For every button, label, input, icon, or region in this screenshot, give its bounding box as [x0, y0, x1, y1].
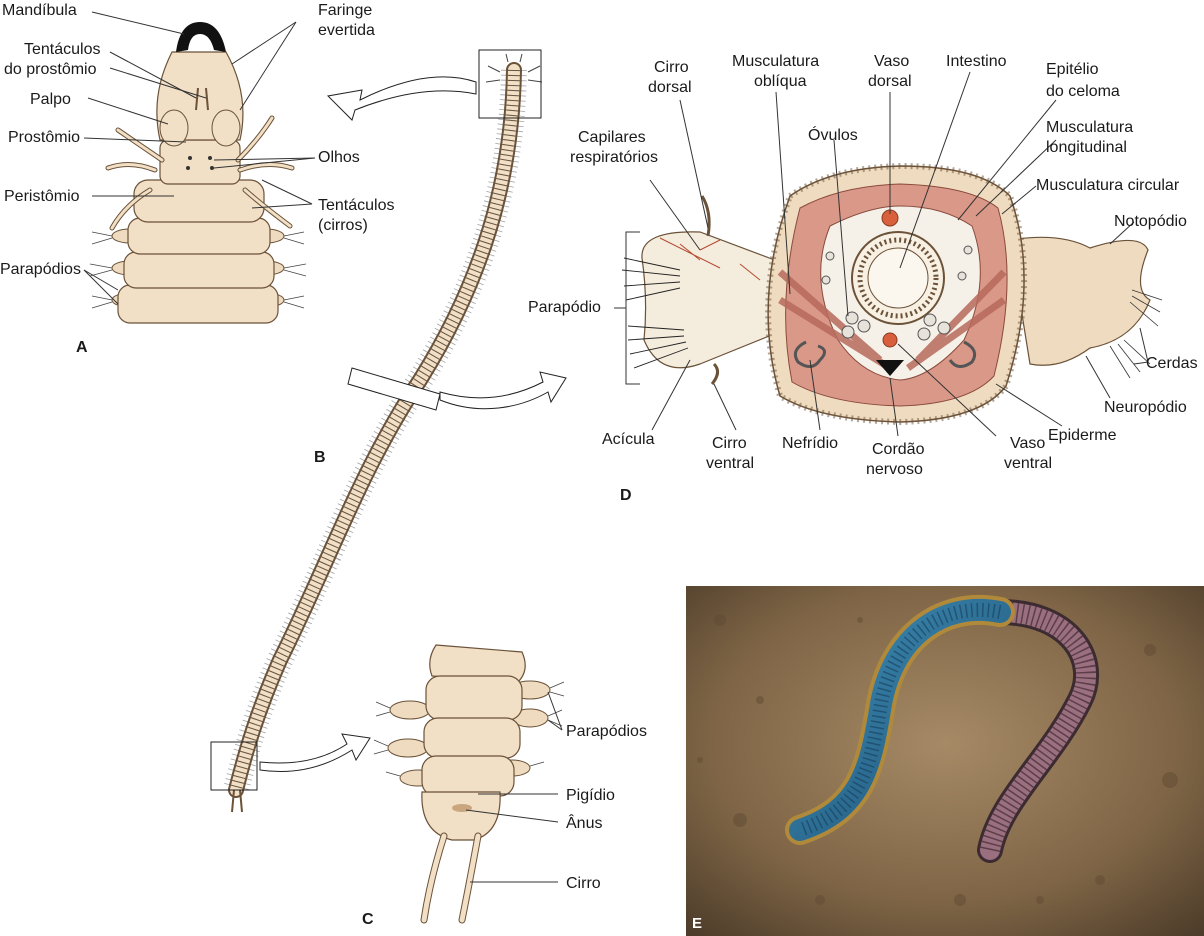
label-vaso-dorsal-1: Vaso	[874, 53, 909, 70]
arrow-head-to-a	[326, 76, 477, 121]
worm-head-setae	[485, 53, 543, 83]
label-ovulos: Óvulos	[808, 125, 858, 144]
label-capilares-1: Capilares	[578, 129, 646, 146]
panel-b-whole-worm	[223, 53, 543, 813]
label-faringe-1: Faringe	[318, 2, 372, 19]
right-setae	[1109, 289, 1163, 379]
label-tentaculos-cirros-1: Tentáculos	[318, 197, 395, 214]
ventral-vessel	[882, 332, 898, 348]
label-cordao-2: nervoso	[866, 461, 923, 478]
label-parapodios-a: Parapódios	[0, 261, 81, 278]
label-cirro-dorsal-1: Cirro	[654, 59, 689, 76]
label-vaso-ventral-2: ventral	[1004, 455, 1052, 472]
label-pigidio: Pigídio	[566, 787, 615, 804]
mid-section-marker	[347, 367, 441, 411]
label-intestino: Intestino	[946, 53, 1007, 70]
panel-d-cross-section	[621, 162, 1163, 426]
label-musc-obliqua-1: Musculatura	[732, 53, 819, 70]
panel-label-e: E	[692, 915, 702, 932]
label-parapodios-c: Parapódios	[566, 723, 647, 740]
label-acicula: Acícula	[602, 431, 655, 448]
label-epitelio-2: do celoma	[1046, 83, 1120, 100]
left-setae	[621, 257, 689, 369]
label-tentaculos-prost-2: do prostômio	[4, 61, 97, 78]
label-musc-long-1: Musculatura	[1046, 119, 1133, 136]
panel-c-tail-drawing	[373, 644, 565, 924]
label-epitelio-1: Epitélio	[1046, 61, 1099, 78]
right-parapodium	[1009, 236, 1151, 366]
label-mandibula: Mandíbula	[2, 2, 77, 19]
label-parapodio: Parapódio	[528, 299, 601, 316]
label-capilares-2: respiratórios	[570, 149, 658, 166]
head-tentacles-fill	[106, 116, 294, 230]
panel-label-a: A	[76, 339, 88, 356]
sand-texture	[697, 614, 1178, 906]
label-olhos: Olhos	[318, 149, 360, 166]
panel-e-photo	[686, 586, 1204, 936]
ova	[821, 245, 973, 341]
arrow-mid-to-d	[439, 371, 567, 410]
head-zoom-box	[478, 49, 542, 119]
panel-c-leaders	[465, 691, 563, 883]
left-parapodium	[641, 231, 785, 369]
label-faringe-2: evertida	[318, 22, 375, 39]
label-prostomio: Prostômio	[8, 129, 80, 146]
label-cordao-1: Cordão	[872, 441, 925, 458]
tail-zoom-box	[210, 741, 258, 791]
label-cirro: Cirro	[566, 875, 601, 892]
label-cirro-dorsal-2: dorsal	[648, 79, 692, 96]
label-vaso-dorsal-2: dorsal	[868, 73, 912, 90]
panel-a-leaders	[83, 11, 316, 305]
label-cerdas: Cerdas	[1146, 355, 1198, 372]
epidermis-cells	[765, 162, 1028, 426]
label-epiderme: Epiderme	[1048, 427, 1117, 444]
head-setae	[89, 231, 307, 309]
label-cirro-ventral-1: Cirro	[712, 435, 747, 452]
panel-d-leaders	[649, 71, 1149, 437]
palps	[159, 109, 241, 147]
worm-tail-cirri	[231, 789, 243, 813]
label-musc-circular: Musculatura circular	[1036, 177, 1180, 194]
label-palpo: Palpo	[30, 91, 71, 108]
panel-label-c: C	[362, 911, 374, 928]
worm-body-fill	[230, 64, 520, 796]
ventral-cirrus	[710, 362, 719, 385]
arrow-tail-to-c	[259, 733, 371, 773]
label-musc-obliqua-2: oblíqua	[754, 73, 807, 90]
head-segments	[117, 139, 279, 324]
oblique-muscles	[777, 269, 1007, 371]
eyes	[186, 156, 214, 170]
label-tentaculos-cirros-2: (cirros)	[318, 217, 368, 234]
label-tentaculos-prost-1: Tentáculos	[24, 41, 101, 58]
label-neuropodio: Neuropódio	[1104, 399, 1187, 416]
label-notopodio: Notopódio	[1114, 213, 1187, 230]
label-musc-long-2: longitudinal	[1046, 139, 1127, 156]
label-nefridio: Nefrídio	[782, 435, 838, 452]
panel-a-head-drawing	[89, 22, 307, 324]
parapodio-bracket	[614, 231, 640, 385]
panel-label-d: D	[620, 487, 632, 504]
tail-setae	[373, 681, 565, 777]
dorsal-cirrus	[700, 195, 711, 237]
label-cirro-ventral-2: ventral	[706, 455, 754, 472]
mandible	[176, 22, 226, 52]
capillaries	[659, 237, 761, 281]
label-anus: Ânus	[566, 813, 602, 832]
label-vaso-ventral-1: Vaso	[1010, 435, 1045, 452]
label-peristomio: Peristômio	[4, 188, 80, 205]
nerve-cord	[876, 360, 904, 376]
panel-label-b: B	[314, 449, 326, 466]
